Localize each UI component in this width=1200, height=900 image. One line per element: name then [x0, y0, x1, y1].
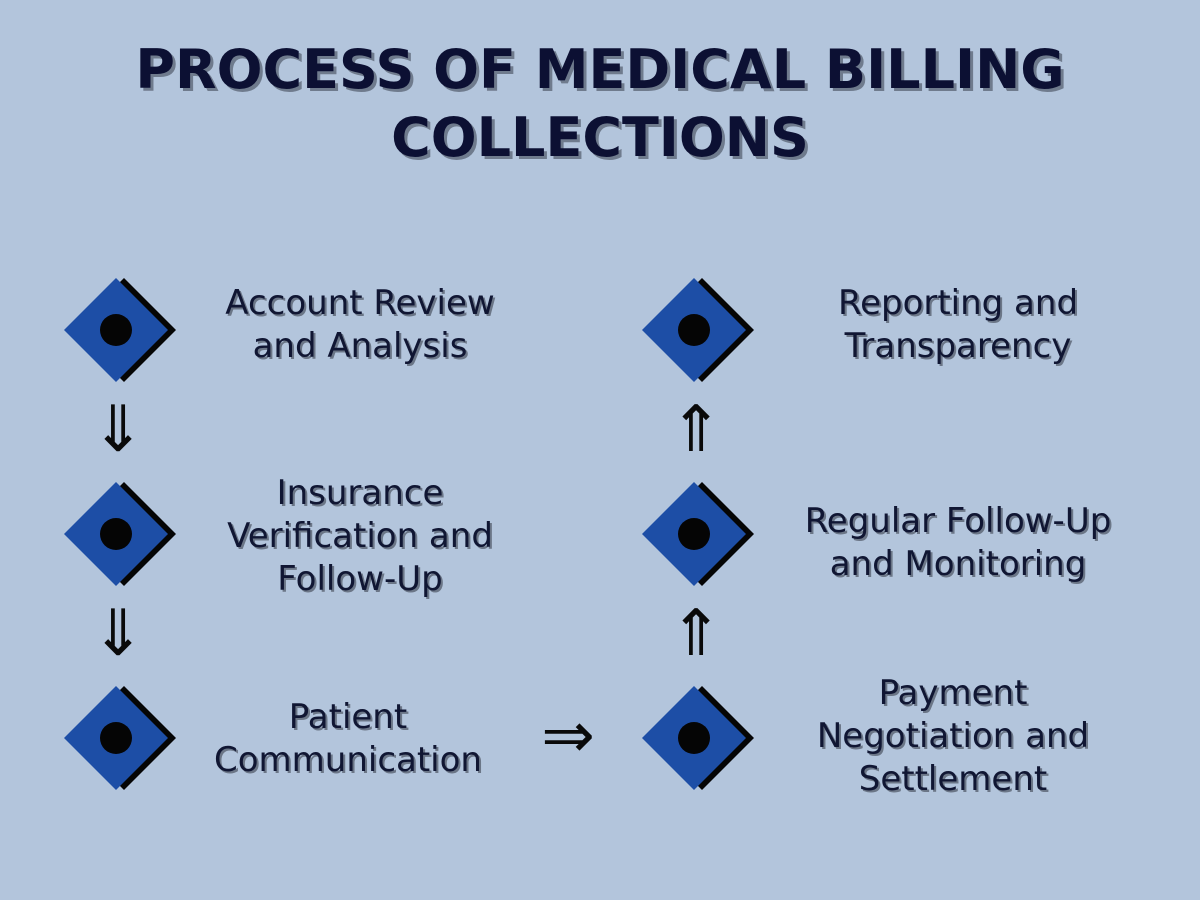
step-3-line-1: Patient [288, 697, 408, 737]
step-patient-communication-label: Patient Communication [178, 696, 518, 782]
step-1-line-1: Account Review [225, 283, 495, 323]
step-1-line-2: and Analysis [252, 326, 468, 366]
double-arrow-up-icon: ⇑ [669, 597, 723, 671]
step-regular-follow-up-label: Regular Follow-Up and Monitoring [768, 500, 1148, 586]
diamond-dot-icon [636, 270, 756, 390]
step-2-line-2: Verification and [227, 516, 493, 556]
double-arrow-up-icon: ⇑ [669, 393, 723, 467]
title-line-1: PROCESS OF MEDICAL BILLING [135, 38, 1065, 101]
title-line-2: COLLECTIONS [391, 106, 809, 169]
double-arrow-down-icon: ⇓ [91, 393, 145, 467]
step-payment-negotiation-label: Payment Negotiation and Settlement [778, 672, 1128, 801]
diamond-dot-icon [58, 270, 178, 390]
step-2-line-1: Insurance [276, 473, 444, 513]
double-arrow-down-icon: ⇓ [91, 597, 145, 671]
step-insurance-verification-label: Insurance Verification and Follow-Up [190, 472, 530, 601]
step-5-line-1: Regular Follow-Up [804, 501, 1112, 541]
step-3-line-2: Communication [214, 740, 482, 780]
step-6-line-1: Reporting and [837, 283, 1079, 323]
double-arrow-right-icon: ⇒ [541, 699, 595, 773]
step-reporting-transparency-label: Reporting and Transparency [788, 282, 1128, 368]
step-4-line-2: Negotiation and [816, 716, 1090, 756]
diamond-dot-icon [58, 474, 178, 594]
step-5-line-2: and Monitoring [829, 544, 1087, 584]
step-4-line-3: Settlement [858, 759, 1048, 799]
diamond-dot-icon [58, 678, 178, 798]
page-title: PROCESS OF MEDICAL BILLING COLLECTIONS [0, 36, 1200, 172]
step-account-review-label: Account Review and Analysis [190, 282, 530, 368]
step-4-line-1: Payment [878, 673, 1028, 713]
diamond-dot-icon [636, 474, 756, 594]
step-6-line-2: Transparency [844, 326, 1072, 366]
diamond-dot-icon [636, 678, 756, 798]
step-2-line-3: Follow-Up [277, 559, 443, 599]
